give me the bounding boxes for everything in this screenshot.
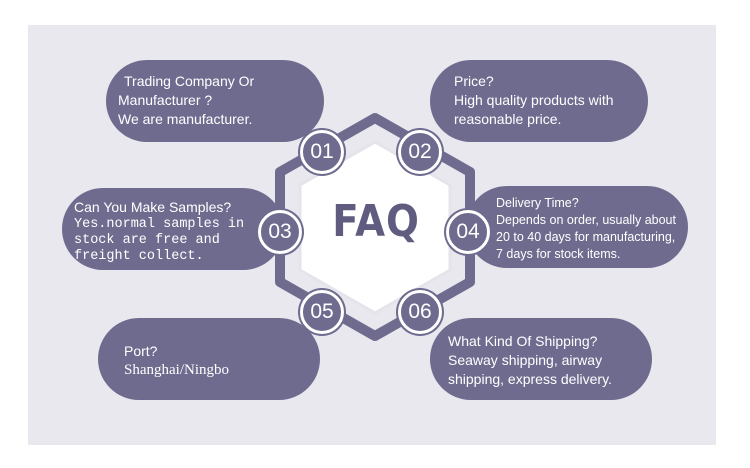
- faq-line: 7 days for stock items.: [496, 247, 621, 261]
- faq-line: 20 to 40 days for manufacturing,: [496, 230, 676, 244]
- badge-05: 05: [300, 290, 344, 334]
- faq-line: We are manufacturer.: [118, 111, 253, 127]
- faq-line: Shanghai/Ningbo: [124, 362, 229, 378]
- faq-line: reasonable price.: [454, 111, 562, 127]
- faq-line: stock are free and: [74, 233, 220, 248]
- faq-item-price: Price? High quality products with reason…: [430, 60, 648, 142]
- faq-line: Delivery Time?: [496, 196, 579, 210]
- faq-line: Price?: [454, 73, 494, 89]
- badge-03: 03: [258, 210, 302, 254]
- badge-04: 04: [446, 210, 490, 254]
- faq-line: Manufacturer ?: [118, 92, 213, 108]
- faq-line: shipping, express delivery.: [448, 371, 612, 387]
- badge-06: 06: [398, 290, 442, 334]
- faq-heading: Port?: [124, 343, 158, 359]
- faq-line: Trading Company Or: [124, 73, 255, 89]
- faq-line: What Kind Of Shipping?: [448, 333, 598, 349]
- faq-heading: Can You Make Samples?: [74, 199, 232, 215]
- badge-01: 01: [300, 130, 344, 174]
- faq-line: freight collect.: [74, 249, 204, 264]
- faq-title: FAQ: [332, 196, 420, 247]
- faq-line: High quality products with: [454, 92, 614, 108]
- badge-02: 02: [398, 130, 442, 174]
- faq-item-samples: Can You Make Samples? Yes.normal samples…: [62, 188, 284, 270]
- faq-item-port: Port? Shanghai/Ningbo: [98, 318, 320, 400]
- faq-item-trading-company: Trading Company Or Manufacturer ? We are…: [106, 60, 324, 142]
- faq-item-shipping: What Kind Of Shipping? Seaway shipping, …: [430, 318, 652, 400]
- faq-line: Seaway shipping, airway: [448, 352, 603, 368]
- faq-item-delivery-time: Delivery Time? Depends on order, usually…: [466, 186, 688, 268]
- faq-line: Depends on order, usually about: [496, 213, 676, 227]
- inner-hexagon: [298, 140, 452, 315]
- faq-line: Yes.normal samples in: [74, 217, 245, 232]
